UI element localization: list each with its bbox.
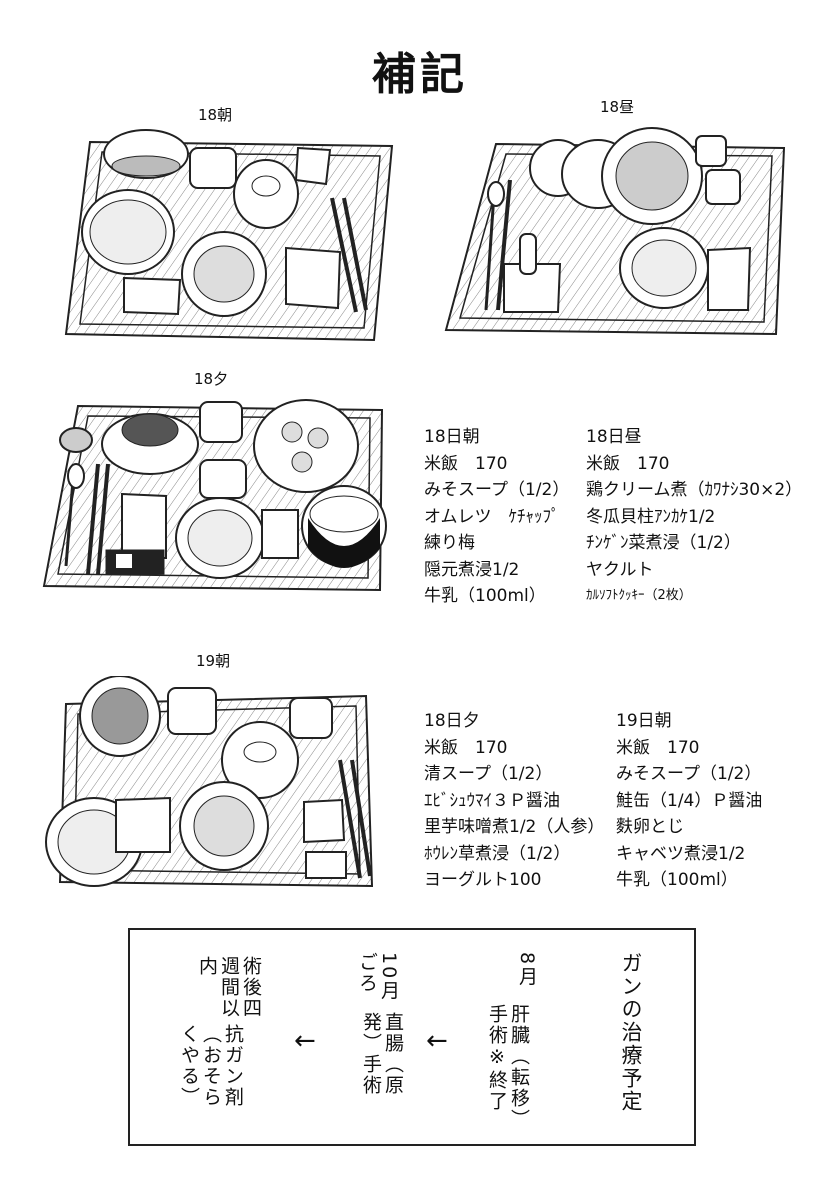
menu-line: 隠元煮浸1/2 bbox=[424, 559, 520, 580]
tray-illustration-18-breakfast bbox=[62, 128, 402, 348]
plan-step3-text: 抗ガン剤（おそらくやる） bbox=[178, 1024, 244, 1108]
tray-caption-18-dinner: 18夕 bbox=[194, 370, 229, 388]
menu-line: ヤクルト bbox=[586, 559, 654, 580]
menu-line: 鮭缶（1/4）Ｐ醤油 bbox=[616, 790, 763, 811]
treatment-plan-box bbox=[128, 928, 696, 1146]
menu-line: 米飯 170 bbox=[424, 453, 508, 474]
menu-18-dinner: 18日夕 米飯 170 清スープ（1/2） ｴﾋﾞｼｭｳﾏｲ３Ｐ醤油 里芋味噌煮… bbox=[424, 708, 604, 894]
menu-line: 冬瓜貝柱ｱﾝｶｹ1/2 bbox=[586, 506, 716, 527]
plan-step2-date: 10月ごろ bbox=[356, 952, 400, 1002]
tray-illustration-18-dinner bbox=[40, 398, 400, 594]
menu-line: ﾁﾝｹﾞﾝ菜煮浸（1/2） bbox=[586, 533, 741, 553]
menu-line: 里芋味噌煮1/2（人参） bbox=[424, 817, 605, 837]
menu-line: 練り梅 bbox=[424, 533, 475, 553]
menu-line: キャベツ煮浸1/2 bbox=[616, 843, 746, 864]
plan-arrow: ← bbox=[294, 1026, 316, 1056]
plan-step1-date: 8月 bbox=[516, 952, 538, 988]
menu-line: 清スープ（1/2） bbox=[424, 764, 553, 784]
menu-line: ヨーグルト100 bbox=[424, 870, 542, 890]
menu-18-lunch: 18日昼 米飯 170 鶏クリーム煮（ｶﾜﾅｼ30×2） 冬瓜貝柱ｱﾝｶｹ1/2… bbox=[586, 424, 802, 610]
menu-line: オムレツ ｹﾁｬｯﾌﾟ bbox=[424, 506, 560, 527]
menu-line: 牛乳（100ml） bbox=[616, 870, 738, 890]
plan-step3-date: 術後四週間以内 bbox=[196, 956, 262, 1019]
menu-line: 18日昼 bbox=[586, 427, 642, 447]
menu-line: ｴﾋﾞｼｭｳﾏｲ３Ｐ醤油 bbox=[424, 790, 560, 811]
menu-line: 鶏クリーム煮（ｶﾜﾅｼ30×2） bbox=[586, 480, 803, 500]
tray-caption-18-lunch: 18昼 bbox=[600, 98, 635, 116]
menu-line: 18日夕 bbox=[424, 711, 480, 731]
tray-illustration-18-lunch bbox=[440, 124, 790, 340]
menu-line: 麩卵とじ bbox=[616, 817, 684, 837]
menu-line: ﾎｳﾚﾝ草煮浸（1/2） bbox=[424, 843, 571, 864]
menu-line: みそスープ（1/2） bbox=[616, 764, 762, 784]
plan-step1-text: 肝臓（転移）手術※終了 bbox=[486, 1004, 530, 1130]
menu-line: みそスープ（1/2） bbox=[424, 480, 570, 500]
menu-19-breakfast: 19日朝 米飯 170 みそスープ（1/2） 鮭缶（1/4）Ｐ醤油 麩卵とじ キ… bbox=[616, 708, 762, 894]
plan-step2-text: 直腸（原発）手術 bbox=[360, 1012, 404, 1096]
tray-illustration-19-breakfast bbox=[34, 676, 394, 896]
plan-heading: ガンの治療予定 bbox=[619, 952, 643, 1113]
menu-line: 18日朝 bbox=[424, 427, 480, 447]
tray-caption-19-breakfast: 19朝 bbox=[196, 652, 231, 670]
menu-line: ｶﾙｿﾌﾄｸｯｷｰ（2枚） bbox=[586, 588, 692, 603]
menu-line: 米飯 170 bbox=[424, 737, 508, 758]
menu-18-breakfast: 18日朝 米飯 170 みそスープ（1/2） オムレツ ｹﾁｬｯﾌﾟ 練り梅 隠… bbox=[424, 424, 569, 610]
plan-arrow: ← bbox=[426, 1026, 448, 1056]
menu-line: 米飯 170 bbox=[586, 453, 670, 474]
menu-line: 米飯 170 bbox=[616, 737, 700, 758]
menu-line: 牛乳（100ml） bbox=[424, 586, 546, 606]
menu-line: 19日朝 bbox=[616, 711, 672, 731]
tray-caption-18-breakfast: 18朝 bbox=[198, 106, 233, 124]
page-title: 補記 bbox=[372, 49, 468, 100]
